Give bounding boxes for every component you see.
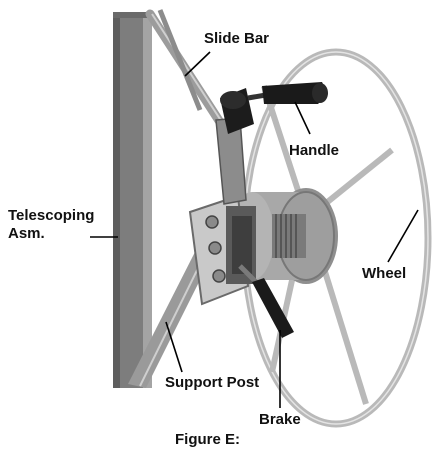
leader-handle [294, 101, 311, 135]
leader-support-post [165, 321, 183, 373]
label-slide-bar: Slide Bar [204, 30, 270, 47]
support-post [128, 250, 212, 388]
label-telescoping: Telescoping [8, 207, 95, 224]
label-handle: Handle [289, 142, 340, 159]
mounting-bracket [188, 194, 256, 306]
label-brake: Brake [259, 411, 301, 428]
label-wheel: Wheel [362, 265, 407, 282]
telescoping-assembly [113, 12, 152, 388]
leader-lines [90, 51, 419, 408]
crank-handle [215, 82, 328, 205]
label-telescoping-asm: Asm. [8, 225, 45, 242]
brake-lever [238, 264, 294, 338]
label-support-post: Support Post [165, 374, 260, 391]
figure-caption: Figure E: [175, 431, 241, 448]
leader-slide-bar [184, 51, 211, 77]
leader-wheel [387, 209, 419, 263]
